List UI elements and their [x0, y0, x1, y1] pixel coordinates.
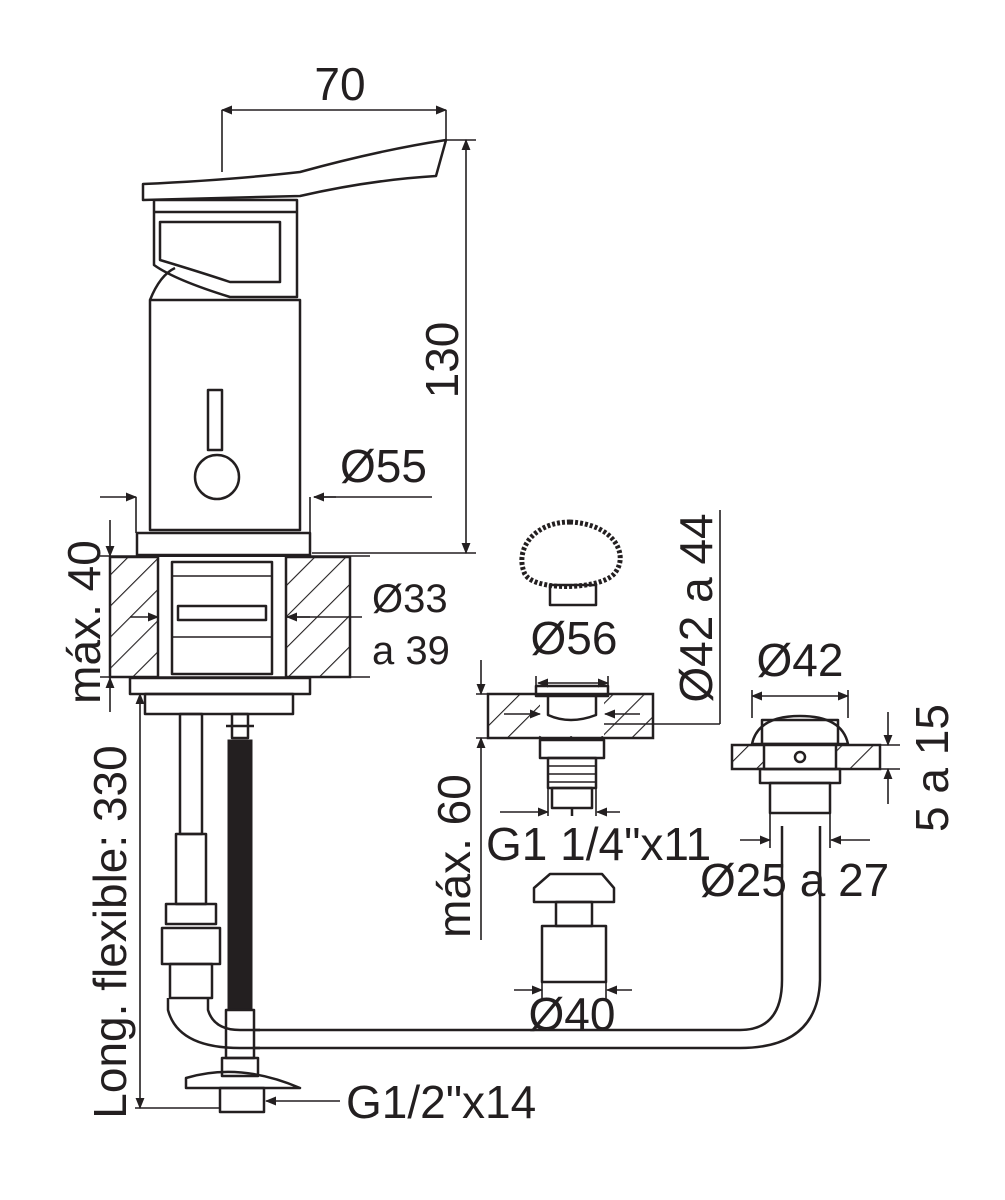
label-dia-42: Ø42: [757, 634, 844, 686]
countertop-section-left: [100, 555, 370, 716]
label-dia-25-a-27: Ø25 a 27: [700, 854, 889, 906]
popup-rod: [206, 388, 224, 452]
dimension-labels: 70 130 Ø55 Ø33 a 39 máx. 40 Long. flexib…: [58, 58, 958, 1128]
label-a-39: a 39: [372, 629, 450, 673]
label-max-60: máx. 60: [428, 774, 480, 938]
label-dia-56: Ø56: [531, 612, 618, 664]
drain-assembly: [486, 519, 655, 984]
label-dia-55: Ø55: [340, 440, 427, 492]
supply-hoses: [160, 712, 302, 1114]
label-dia-42-a-44: Ø42 a 44: [670, 513, 722, 702]
popup-linkage: [166, 826, 822, 1050]
dimension-lines: [100, 105, 900, 1110]
handle-hub: [152, 198, 299, 299]
label-width-70: 70: [314, 58, 365, 110]
label-g1-thread: G1 1/4"x11: [486, 818, 711, 870]
label-5-a-15: 5 a 15: [906, 704, 958, 832]
faucet-side-view: [135, 138, 448, 557]
faucet-body: [148, 298, 302, 532]
label-max-40: máx. 40: [58, 540, 110, 704]
label-g12-thread: G1/2"x14: [346, 1076, 536, 1128]
label-dia-33: Ø33: [372, 577, 448, 621]
label-height-130: 130: [416, 322, 468, 399]
lever-handle: [141, 138, 448, 202]
popup-knob: [193, 453, 241, 501]
base-flange: [135, 531, 312, 557]
drain-cap: [519, 519, 623, 589]
label-dia-40: Ø40: [529, 988, 616, 1040]
label-long-flexible: Long. flexible: 330: [84, 745, 136, 1118]
pivot-assembly: [730, 714, 882, 815]
